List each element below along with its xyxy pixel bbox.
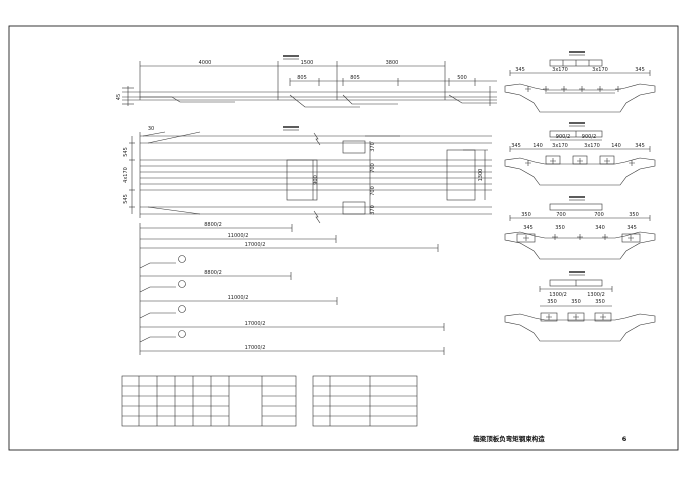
- plan-anchor-bot: 370: [370, 205, 376, 215]
- plan-view: [129, 126, 492, 252]
- plan-inner-left: 900: [313, 175, 319, 185]
- sec3-mid-2: 350: [555, 225, 565, 231]
- sec3-mid-4: 345: [627, 225, 637, 231]
- sec3-top-1: 350: [521, 212, 531, 218]
- elev-dim-seg3: 3800: [386, 60, 399, 66]
- plan-right-total: 1300: [478, 169, 484, 182]
- elevation-view: [122, 55, 497, 108]
- plan-angle: 30: [148, 126, 154, 132]
- plan-left-bot: 545: [123, 194, 129, 204]
- sec2-top-2: 900/2: [582, 134, 596, 140]
- plan-inner-right1: 700: [370, 163, 376, 173]
- sec1-dim-4: 345: [635, 67, 645, 73]
- sec4-top-2: 1300/2: [587, 292, 605, 298]
- sec2-mid-5: 140: [611, 143, 621, 149]
- sec2-mid-4: 3x170: [584, 143, 600, 149]
- plan-left-top: 545: [123, 147, 129, 157]
- sec2-mid-6: 345: [635, 143, 645, 149]
- cross-section-4: [504, 271, 656, 342]
- tendon-details: [139, 223, 445, 355]
- tendon-len-4: 17000/2: [245, 345, 266, 351]
- elev-dim-sub-a: 805: [297, 75, 307, 81]
- sec4-top-1: 1300/2: [549, 292, 567, 298]
- sec1-dim-1: 345: [515, 67, 525, 73]
- sec1-dim-2: 3x170: [552, 67, 568, 73]
- plan-half-len-3: 17000/2: [245, 242, 266, 248]
- elev-dim-seg1: 4000: [199, 60, 212, 66]
- sec4-mid-3: 350: [595, 299, 605, 305]
- sec4-mid-1: 350: [547, 299, 557, 305]
- plan-anchor-top: 370: [370, 142, 376, 152]
- plan-inner-right2: 700: [370, 186, 376, 196]
- elev-dim-sub-b: 805: [350, 75, 360, 81]
- sec2-mid-3: 3x170: [552, 143, 568, 149]
- sec4-mid-2: 350: [571, 299, 581, 305]
- sec3-top-4: 350: [629, 212, 639, 218]
- tendon-len-3: 17000/2: [245, 321, 266, 327]
- cross-section-3: [504, 196, 656, 260]
- plan-half-len-1: 8800/2: [204, 222, 222, 228]
- sec2-mid-2: 140: [533, 143, 543, 149]
- sec1-dim-3: 3x170: [592, 67, 608, 73]
- sec3-top-2: 700: [556, 212, 566, 218]
- sec3-top-3: 700: [594, 212, 604, 218]
- elev-dim-seg2: 1500: [301, 60, 314, 66]
- material-table-right: [312, 375, 418, 427]
- elev-dim-left-height: 45: [116, 94, 122, 100]
- tendon-len-2: 11000/2: [228, 295, 249, 301]
- tendon-len-1: 8800/2: [204, 270, 222, 276]
- sec2-mid-1: 345: [511, 143, 521, 149]
- plan-half-len-2: 11000/2: [228, 233, 249, 239]
- drawing-frame: [8, 25, 679, 451]
- drawing-title: 箱梁顶板负弯矩钢束构造: [473, 434, 545, 443]
- material-table-left: [121, 375, 297, 427]
- sec2-top-1: 900/2: [556, 134, 570, 140]
- cross-section-1: [504, 51, 656, 113]
- sec3-mid-1: 345: [523, 225, 533, 231]
- elev-dim-sub-c: 500: [457, 75, 467, 81]
- sheet-number: 6: [622, 435, 627, 443]
- plan-left-mid: 4x170: [123, 167, 129, 183]
- sec3-mid-3: 340: [595, 225, 605, 231]
